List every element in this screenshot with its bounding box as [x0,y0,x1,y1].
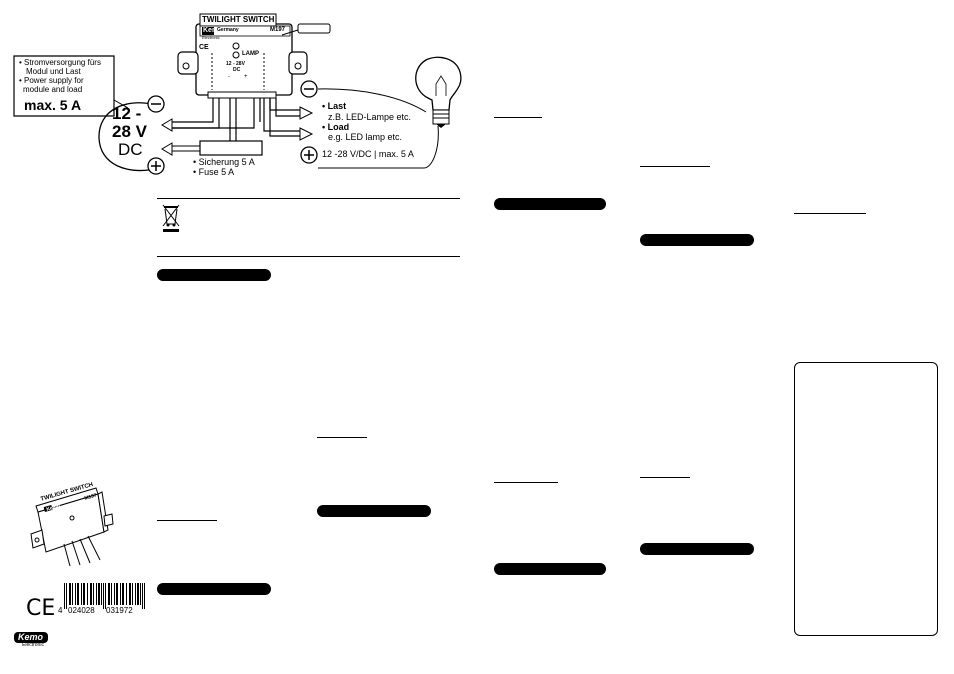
subheading-underline [794,213,866,214]
ce-mark: CE [199,44,209,51]
module-dc: DC [233,67,241,73]
heading-bar [317,505,431,517]
callout-line4: module and load [23,85,83,94]
load-last: • Last [322,101,347,111]
module-model: M197 [270,27,286,33]
wiring-diagram [13,13,462,175]
heading-bar [157,583,271,595]
power-callout-box [13,55,115,117]
fuse-line1: • Sicherung 5 A [193,157,255,167]
divider-top [157,198,460,199]
heading-bar [494,563,606,575]
notes-box [794,362,938,636]
barcode-digit1: 4 [58,606,63,615]
subheading-underline [494,117,542,118]
load-last-de: z.B. LED-Lampe etc. [328,112,412,122]
module-plus: + [244,74,248,80]
barcode-digits-left: 024028 [68,606,95,615]
fuse-line2: • Fuse 5 A [193,167,235,177]
module-product-drawing [30,487,114,567]
module-lamp: LAMP [242,51,259,57]
supply-line3: DC [118,140,143,159]
kemo-logo: Kemo [14,632,48,643]
callout-line2: Modul und Last [26,67,81,76]
ce-logo: CE [26,596,56,621]
callout-max: max. 5 A [24,97,82,113]
subheading-underline [157,520,217,521]
module-voltage: 12 - 28V [226,61,245,67]
module-minus: - [228,74,230,80]
weee-bin-icon [162,204,180,232]
load-load: • Load [322,122,350,132]
load-load-en: e.g. LED lamp etc. [328,132,403,142]
module-country: Germany [217,27,239,33]
subheading-underline [494,482,558,483]
barcode-digits-right: 031972 [106,606,133,615]
callout-line3: • Power supply for [19,76,84,85]
fuse-symbol [199,140,263,156]
kemo-logo-sub: Electronic [22,642,44,648]
callout-line1: • Stromversorgung fürs [19,58,101,67]
module-sub-brand: Electronic [202,35,220,40]
supply-line1: 12 - [112,104,142,123]
divider-bottom [157,256,460,257]
load-rating: 12 -28 V/DC | max. 5 A [322,149,414,159]
kemo-logo-text: Kemo [18,632,44,642]
heading-bar [640,234,754,246]
subheading-underline [317,437,367,438]
barcode [64,583,145,609]
module-title: TWILIGHT SWITCH [202,15,275,24]
module-brand: Kemo [203,27,223,34]
subheading-underline [640,477,690,478]
heading-bar [494,198,606,210]
supply-line2: 28 V [112,122,147,141]
heading-bar [640,543,754,555]
supply-outline [98,102,161,172]
subheading-underline [640,166,710,167]
heading-bar [157,269,271,281]
bulb-icon [415,56,462,128]
